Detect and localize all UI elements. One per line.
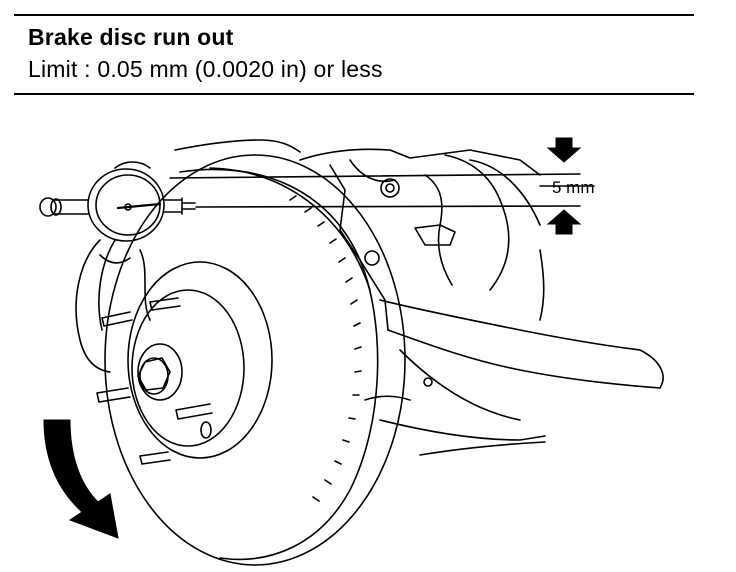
arrow-up-icon (546, 209, 582, 235)
measurement-lines (169, 173, 595, 208)
dial-indicator-icon (39, 161, 196, 373)
suspension-background (174, 139, 664, 456)
brake-disc (96, 154, 406, 566)
arrow-down-icon (546, 137, 582, 163)
rotation-arrow-icon (43, 419, 119, 539)
header-bottom-rule (14, 93, 694, 95)
header-top-rule (14, 14, 694, 16)
spec-title: Brake disc run out (28, 24, 234, 50)
spec-limit: Limit : 0.05 mm (0.0020 in) or less (28, 56, 383, 82)
brake-disc-runout-illustration: 5 mm (39, 137, 664, 566)
dimension-label: 5 mm (552, 178, 595, 197)
